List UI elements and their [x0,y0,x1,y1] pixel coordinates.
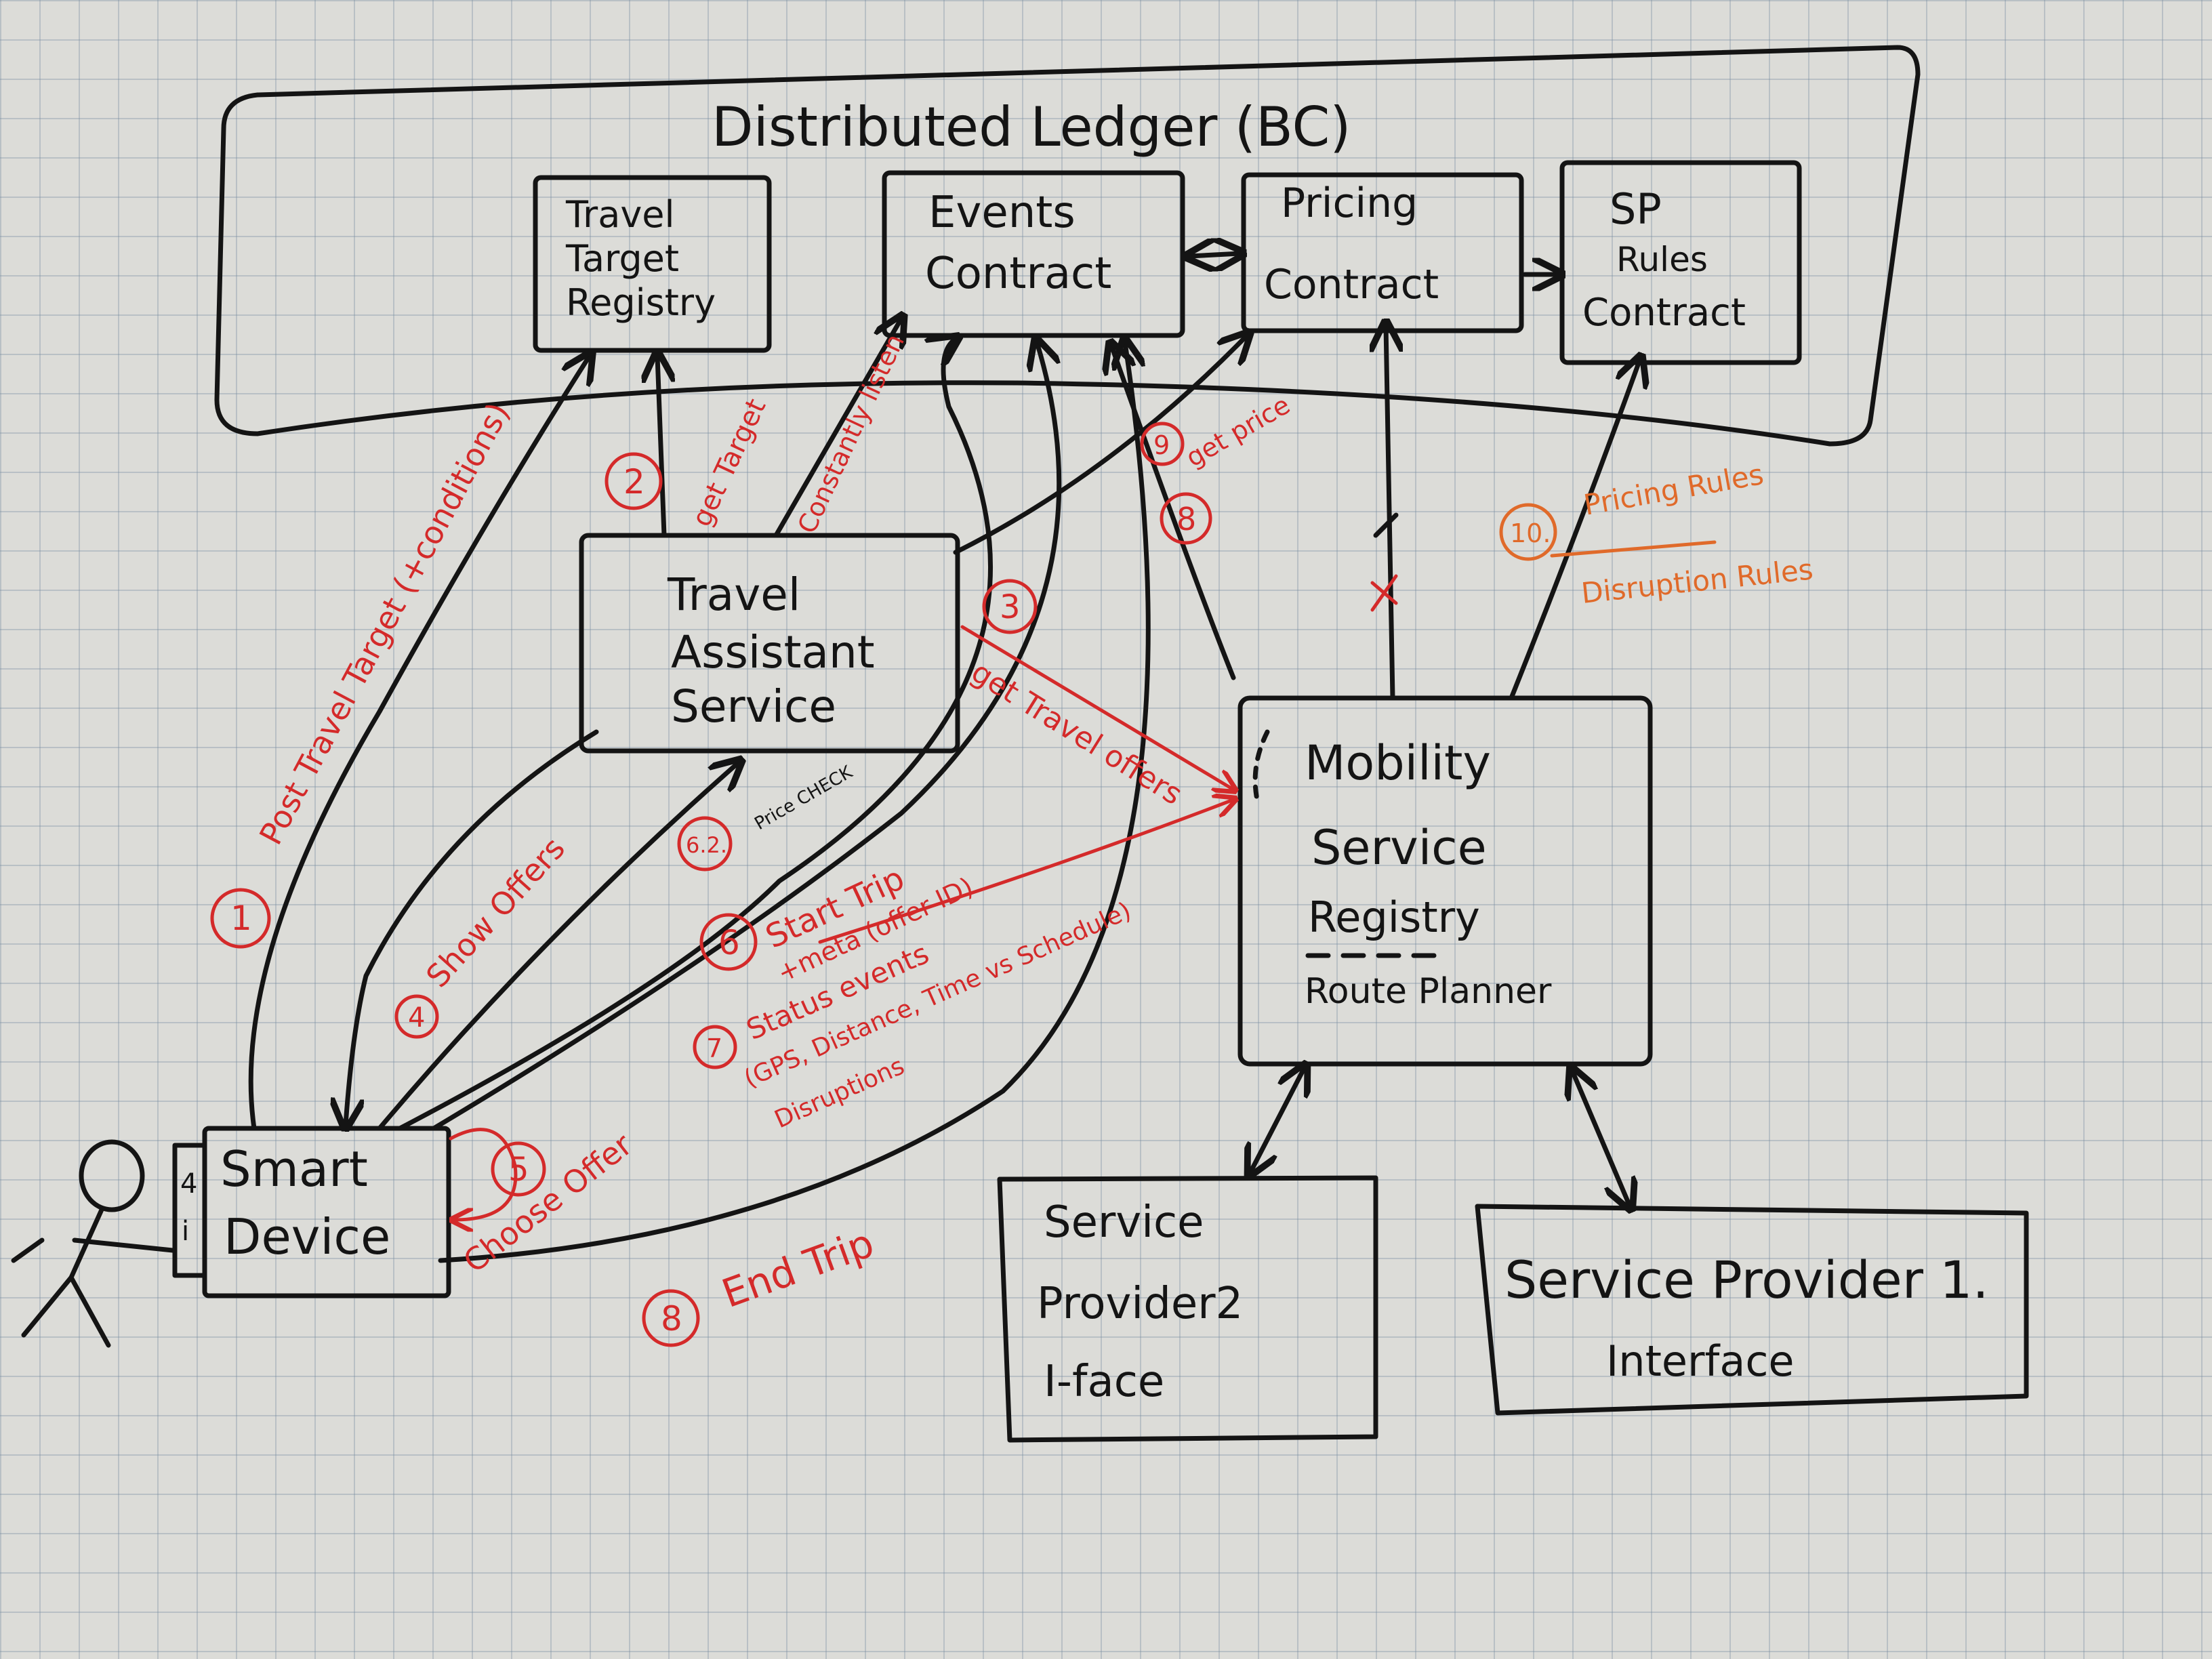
smart-device-side [172,1143,207,1278]
step3-label: get Travel offers [965,655,1188,812]
step1-label: Post Travel Target (+conditions) [252,396,517,851]
red-cross-mark [1370,574,1398,612]
step5-label: Choose Offer [457,1126,639,1280]
step10-sub: Disruption Rules [1580,552,1815,610]
tas-to-registry-arrow [657,356,664,538]
smart-device-label: Smart Device [220,1141,390,1265]
step3-num: 3 [1000,588,1021,626]
events-contract-label: Events Contract [925,188,1111,299]
step9-num: 9 [1153,430,1170,460]
device-to-tas-pricecheck-arrow [377,762,739,1131]
step6-num: 6 [718,923,740,962]
status-to-mobility-arrow [818,800,1233,944]
mobility-to-events-arrow [1111,346,1236,680]
ledger-title: Distributed Ledger (BC) [712,96,1351,159]
step62-label: Price CHECK [752,762,857,834]
travel-target-registry-label: Travel Target Registry [565,193,716,324]
step62-num: 6.2. [686,832,727,858]
mobility-to-sprules-arrow [1509,359,1640,701]
device-to-events-status-arrow [431,342,1062,1131]
step2-label: get Target [686,394,772,532]
step10-num: 10. [1510,518,1551,548]
step9-label: get price [1181,390,1295,473]
device-to-events-endtrip-arrow [438,342,1151,1263]
step7-num: 7 [706,1033,722,1063]
mobility-registry-box [1237,695,1653,1067]
device-to-registry-arrow [248,356,590,1131]
user-stick-figure [11,1139,176,1348]
choose-offer-arrow [449,1128,518,1220]
sp-rules-contract-label: SP Rules Contract [1582,184,1746,335]
step62-circle [677,816,733,872]
sp1-label: Service Provider 1. Interface [1504,1250,2005,1386]
mobility-to-pricing-arrow [1386,325,1393,701]
step4-num: 4 [408,1002,425,1033]
step3-circle [982,579,1038,634]
listen-label: Constantly listen [792,329,910,538]
step10-divider [1550,540,1717,558]
step5-circle [491,1141,546,1197]
step9-circle [1140,422,1185,466]
mobility-sp2-arrow [1250,1067,1305,1172]
mobility-registry-label: Mobility Service Registry [1305,735,1506,942]
step10-label: Pricing Rules [1581,457,1766,522]
step1-num: 1 [230,899,252,938]
step5-num: 5 [508,1151,529,1189]
device-to-events-starttrip-arrow [397,339,993,1131]
tas-to-events-arrow [773,319,901,538]
travel-assistant-box [579,533,960,754]
smart-device-side-marks: 4 i [180,1168,206,1247]
tas-to-pricing-arrow [953,335,1247,555]
tas-to-device-arrow [346,729,599,1125]
sp2-label: Service Provider2 I-face [1037,1197,1257,1407]
events-pricing-arrow [1189,253,1240,256]
step8b-circle [1160,492,1212,545]
tas-to-mobility-arrow [960,625,1233,790]
step4-label: Show Offers [419,830,572,995]
mobility-pricing-cross [1373,512,1399,538]
step2-circle [605,452,663,510]
step2-num: 2 [623,462,645,501]
step8-circle [642,1289,700,1347]
ledger-container [214,45,1921,447]
step1-circle [210,888,271,949]
step7-circle [693,1025,737,1069]
mobility-sp1-arrow [1572,1071,1630,1206]
step10-circle [1499,503,1557,561]
route-planner-label: Route Planner [1305,971,1552,1012]
step8b-num: 8 [1176,501,1196,537]
travel-assistant-label: Travel Assistant Service [667,569,889,733]
mobility-dashed-edge [1252,729,1270,802]
step8-num: 8 [661,1299,682,1338]
sp1-box [1475,1204,2029,1416]
step4-circle [394,994,439,1039]
pricing-contract-label: Pricing Contract [1264,180,1439,308]
step8-label: End Trip [716,1220,880,1317]
step6-circle [699,913,758,971]
